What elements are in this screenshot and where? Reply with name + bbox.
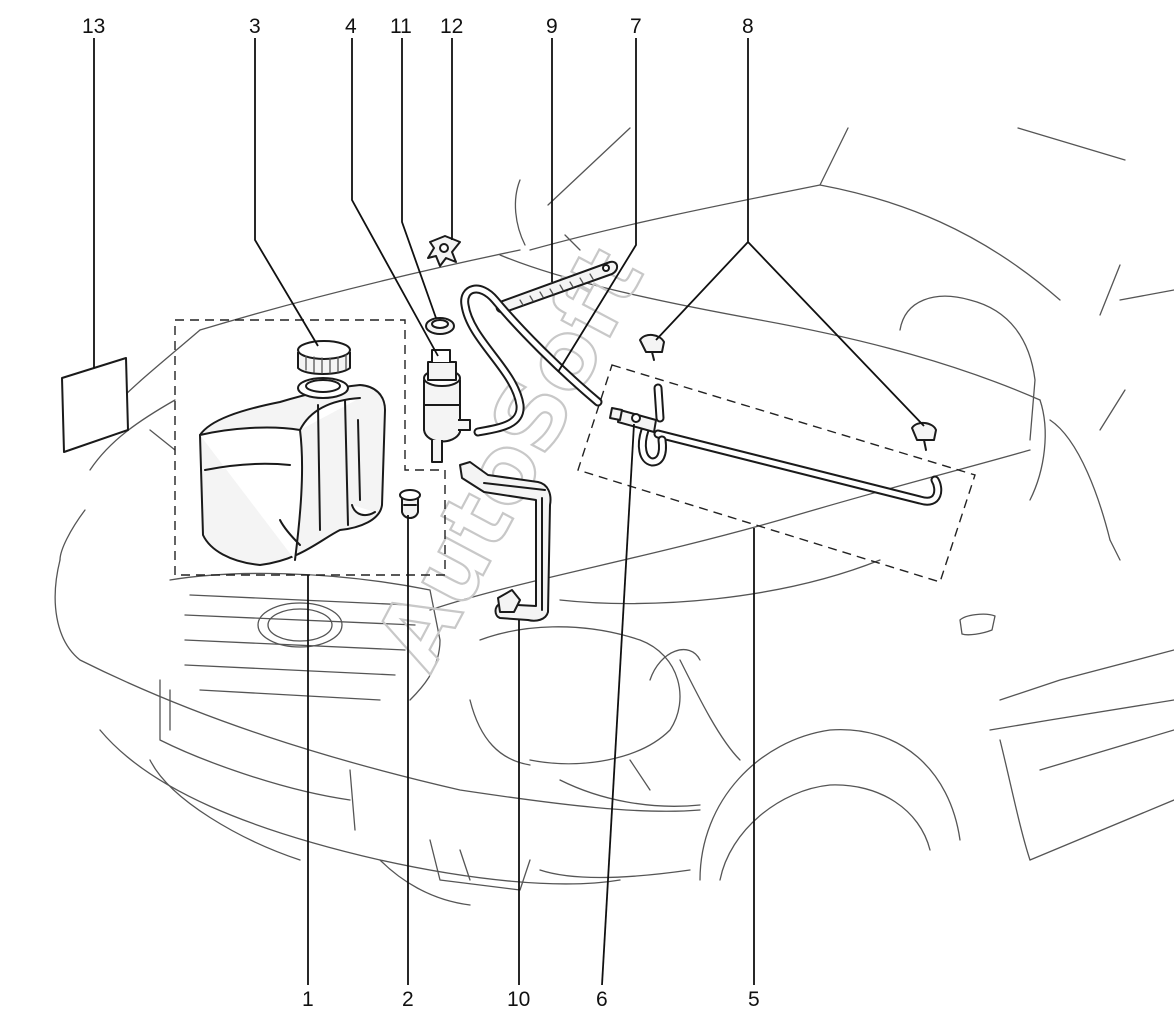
hose-assembly-group-frame — [577, 364, 976, 583]
washer-pump — [423, 349, 471, 463]
callout-8: 8 — [742, 15, 754, 38]
reservoir-group-frame — [174, 319, 446, 576]
leader-lines — [93, 38, 925, 986]
leader-4 — [351, 38, 439, 357]
leader-7 — [557, 38, 637, 373]
hood-grommet — [425, 317, 455, 335]
callout-4: 4 — [345, 15, 357, 38]
washer-reservoir — [199, 377, 386, 566]
leader-11 — [401, 38, 437, 319]
callout-6: 6 — [596, 988, 608, 1011]
vehicle-outline — [54, 127, 1174, 906]
callout-7: 7 — [630, 15, 642, 38]
washer-nozzle-left — [639, 334, 665, 361]
leader-8 — [655, 38, 925, 427]
reservoir-bracket — [459, 461, 552, 622]
callout-2: 2 — [402, 988, 414, 1011]
nozzle-hose-assembly — [609, 383, 943, 506]
leader-6 — [601, 423, 635, 986]
callout-10: 10 — [507, 988, 530, 1011]
hose-clip — [427, 235, 461, 267]
callout-11: 11 — [390, 15, 412, 38]
pump-grommet — [399, 489, 421, 519]
callout-12: 12 — [440, 15, 463, 38]
callout-13: 13 — [82, 15, 105, 38]
callout-9: 9 — [546, 15, 558, 38]
label-plate — [61, 357, 129, 453]
filler-cap — [297, 340, 351, 375]
callout-1: 1 — [302, 988, 314, 1011]
washer-hose — [460, 284, 603, 437]
callout-5: 5 — [748, 988, 760, 1011]
washer-nozzle-right — [911, 422, 937, 451]
hose-holder-strip — [495, 260, 618, 314]
callout-3: 3 — [249, 15, 261, 38]
callout-labels: 13 3 4 11 12 9 7 8 1 2 10 6 5 — [82, 15, 760, 1011]
leader-3 — [254, 38, 319, 347]
